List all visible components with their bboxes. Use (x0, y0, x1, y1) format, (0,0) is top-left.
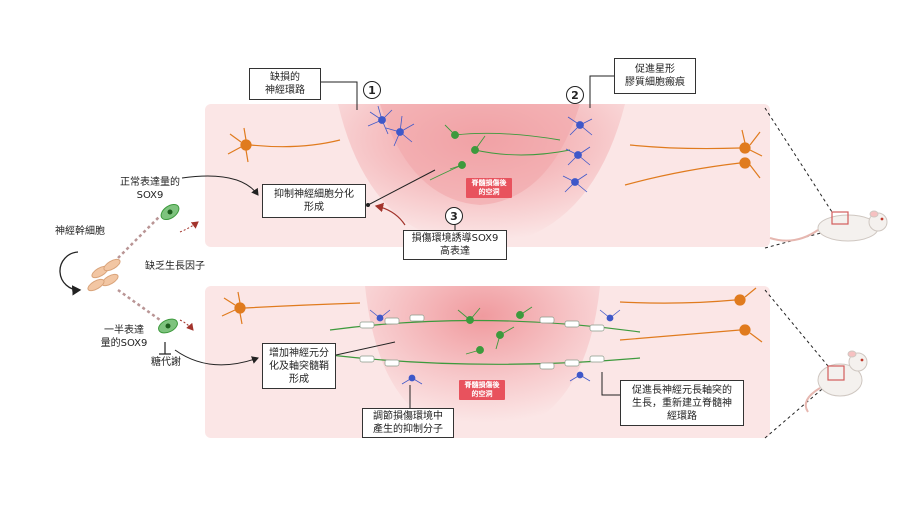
stem-cells-top (429, 124, 571, 181)
leader-defective (320, 81, 358, 110)
astrocytes-bottom (369, 309, 621, 385)
label-lack-growth-factor: 缺乏生長因子 (145, 261, 205, 272)
arrow-to-normal (117, 215, 161, 259)
label-normal-sox9: 正常表達量的 SOX9 (120, 177, 180, 201)
zoom-lines-bottom (764, 289, 829, 439)
leader-increase (335, 341, 396, 356)
arrow-injury-to-inhibit (374, 202, 406, 226)
badge-2: 2 (566, 86, 584, 104)
neuron-bottom-left (221, 291, 361, 325)
stem-cells-bottom (457, 306, 533, 355)
half-sox9-cell (158, 318, 194, 355)
neuron-bottom-right (619, 287, 763, 343)
stem-cell-cluster (59, 251, 121, 296)
zoom-lines-top (764, 107, 833, 249)
mouse-top-illustration (769, 210, 888, 242)
neuron-top-left (227, 127, 341, 163)
label-inhibit-diff: 抑制神經細胞分化 形成 (262, 184, 366, 218)
cavity-label-top: 脊髓損傷後 的空洞 (466, 178, 512, 198)
cavity-label-bottom: 脊髓損傷後 的空洞 (459, 380, 505, 400)
label-promote-growth: 促進長神經元長軸突的 生長，重新建立脊髓神 經環路 (620, 380, 744, 426)
label-defective-circuit: 缺損的 神經環路 (249, 68, 321, 100)
badge-3: 3 (445, 207, 463, 225)
label-glycometabolism: 糖代謝 (151, 357, 181, 368)
label-neural-stem-cell: 神經幹細胞 (55, 226, 105, 237)
label-regulate-inhib: 調節損傷環境中 產生的抑制分子 (362, 408, 454, 438)
label-half-sox9: 一半表達 量的SOX9 (100, 325, 148, 349)
badge-1: 1 (363, 81, 381, 99)
arrow-normal-to-inhibit (181, 175, 259, 196)
astrocytes-top-left (367, 105, 415, 147)
neuron-top-right (624, 129, 763, 186)
arrow-half-to-increase (174, 349, 259, 366)
top-spinal-panel (205, 104, 770, 247)
arrow-to-half (117, 288, 161, 322)
label-increase-diff: 增加神經元分 化及軸突髓鞘 形成 (262, 343, 336, 389)
leader-scar (589, 75, 614, 108)
label-injury-induce: 損傷環境誘導SOX9 高表達 (403, 230, 507, 260)
myelinated-axons-bottom (329, 314, 641, 370)
leader-promote (601, 372, 620, 396)
label-promote-scar: 促進星形 膠質細胞瘢痕 (614, 58, 696, 94)
normal-sox9-cell (160, 203, 199, 233)
astrocytes-top-right (562, 116, 593, 193)
mouse-bottom-illustration (804, 350, 868, 413)
leader-inhibit (367, 169, 436, 206)
